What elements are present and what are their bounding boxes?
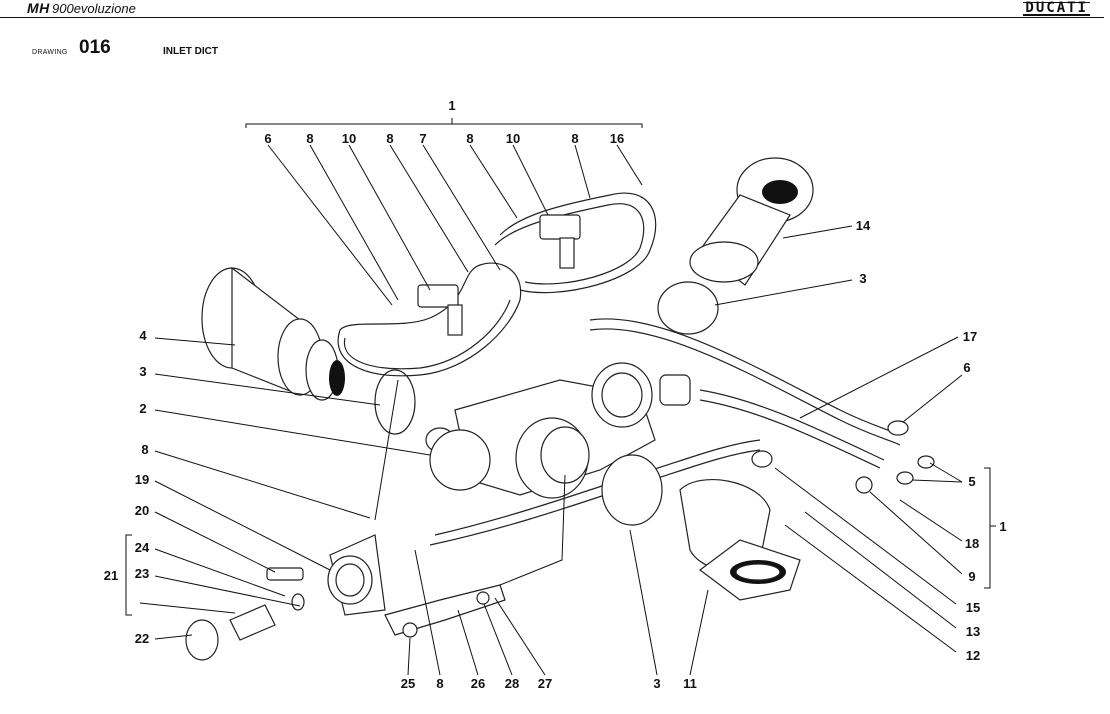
- leader-lines: [125, 118, 996, 676]
- drawing-title: INLET DICT: [163, 46, 218, 57]
- callout-9: 9: [968, 569, 975, 584]
- callout-15: 15: [966, 600, 980, 615]
- lower-clamp: [601, 454, 663, 526]
- fitting-upper: [539, 214, 581, 240]
- sensor-20: [266, 567, 304, 581]
- callout-8-c: 8: [466, 131, 473, 146]
- callout-1-top: 1: [448, 98, 455, 113]
- callout-20: 20: [135, 503, 149, 518]
- callout-12: 12: [966, 648, 980, 663]
- callout-24: 24: [135, 540, 150, 555]
- callout-2: 2: [139, 401, 146, 416]
- fitting-left: [417, 284, 459, 308]
- thermostat-housing: [185, 534, 386, 661]
- injector-upper: [559, 237, 575, 269]
- right-group-brace: [984, 467, 996, 589]
- parts-artwork: [185, 157, 935, 661]
- oring-23: [291, 593, 305, 611]
- clip-5b: [896, 471, 914, 485]
- callout-19: 19: [135, 472, 149, 487]
- drawing-label: DRAWING: [32, 49, 68, 56]
- callout-23: 23: [135, 566, 149, 581]
- callout-8-bottom: 8: [436, 676, 443, 691]
- callout-13: 13: [966, 624, 980, 639]
- callout-27: 27: [538, 676, 552, 691]
- manifold-rubber: [679, 479, 801, 601]
- top-group-brace: [245, 118, 643, 128]
- callout-10-a: 10: [342, 131, 356, 146]
- callout-8-b: 8: [386, 131, 393, 146]
- left-hose-clamp: [374, 369, 416, 435]
- callout-6-top: 6: [264, 131, 271, 146]
- long-hose-18: [699, 399, 881, 469]
- sensor-22: [229, 604, 276, 641]
- callout-7: 7: [419, 131, 426, 146]
- callout-3-bottom: 3: [653, 676, 660, 691]
- callout-25: 25: [401, 676, 415, 691]
- callout-1-right: 1: [999, 519, 1006, 534]
- washer-28: [476, 591, 490, 605]
- callout-14: 14: [856, 218, 871, 233]
- breather-hose: [337, 262, 522, 377]
- brand-logo: DUCATI: [1023, 0, 1090, 16]
- long-hose-17: [589, 328, 901, 446]
- callout-28: 28: [505, 676, 519, 691]
- callout-22: 22: [135, 631, 149, 646]
- callout-26: 26: [471, 676, 485, 691]
- page-header: MH 900evoluzione DUCATI: [0, 0, 1110, 20]
- callout-21: 21: [104, 568, 118, 583]
- callout-5: 5: [968, 474, 975, 489]
- cap-9: [855, 476, 873, 494]
- model-name: 900evoluzione: [52, 1, 136, 16]
- callout-17: 17: [963, 329, 977, 344]
- callout-8-a: 8: [306, 131, 313, 146]
- callout-3-left: 3: [139, 364, 146, 379]
- circlip-22: [185, 619, 219, 661]
- callout-labels: 1 6 8 10 8 7 8 10 8 16 14 3 17 6 5 1 18 …: [104, 98, 1007, 691]
- right-upper-clamp: [657, 281, 719, 335]
- left-group-brace: [125, 534, 132, 616]
- throttle-body: [425, 362, 691, 499]
- nut-15: [751, 450, 773, 468]
- cap-6: [887, 420, 909, 436]
- model-name-bold: MH: [27, 0, 50, 16]
- callout-16: 16: [610, 131, 624, 146]
- clip-5a: [917, 455, 935, 469]
- nut-25: [402, 622, 418, 638]
- callout-8-left: 8: [141, 442, 148, 457]
- callout-8-d: 8: [571, 131, 578, 146]
- header-divider: [0, 17, 1104, 18]
- callout-10-b: 10: [506, 131, 520, 146]
- right-intake-trumpet: [689, 157, 814, 286]
- injector-left: [447, 304, 463, 336]
- callout-11: 11: [683, 676, 697, 691]
- callout-18: 18: [965, 536, 979, 551]
- left-intake-trumpet: [201, 266, 345, 401]
- drawing-number: 016: [79, 37, 111, 58]
- callout-6-right: 6: [963, 360, 970, 375]
- upper-hose: [499, 192, 657, 294]
- callout-3-right: 3: [859, 271, 866, 286]
- callout-4: 4: [139, 328, 147, 343]
